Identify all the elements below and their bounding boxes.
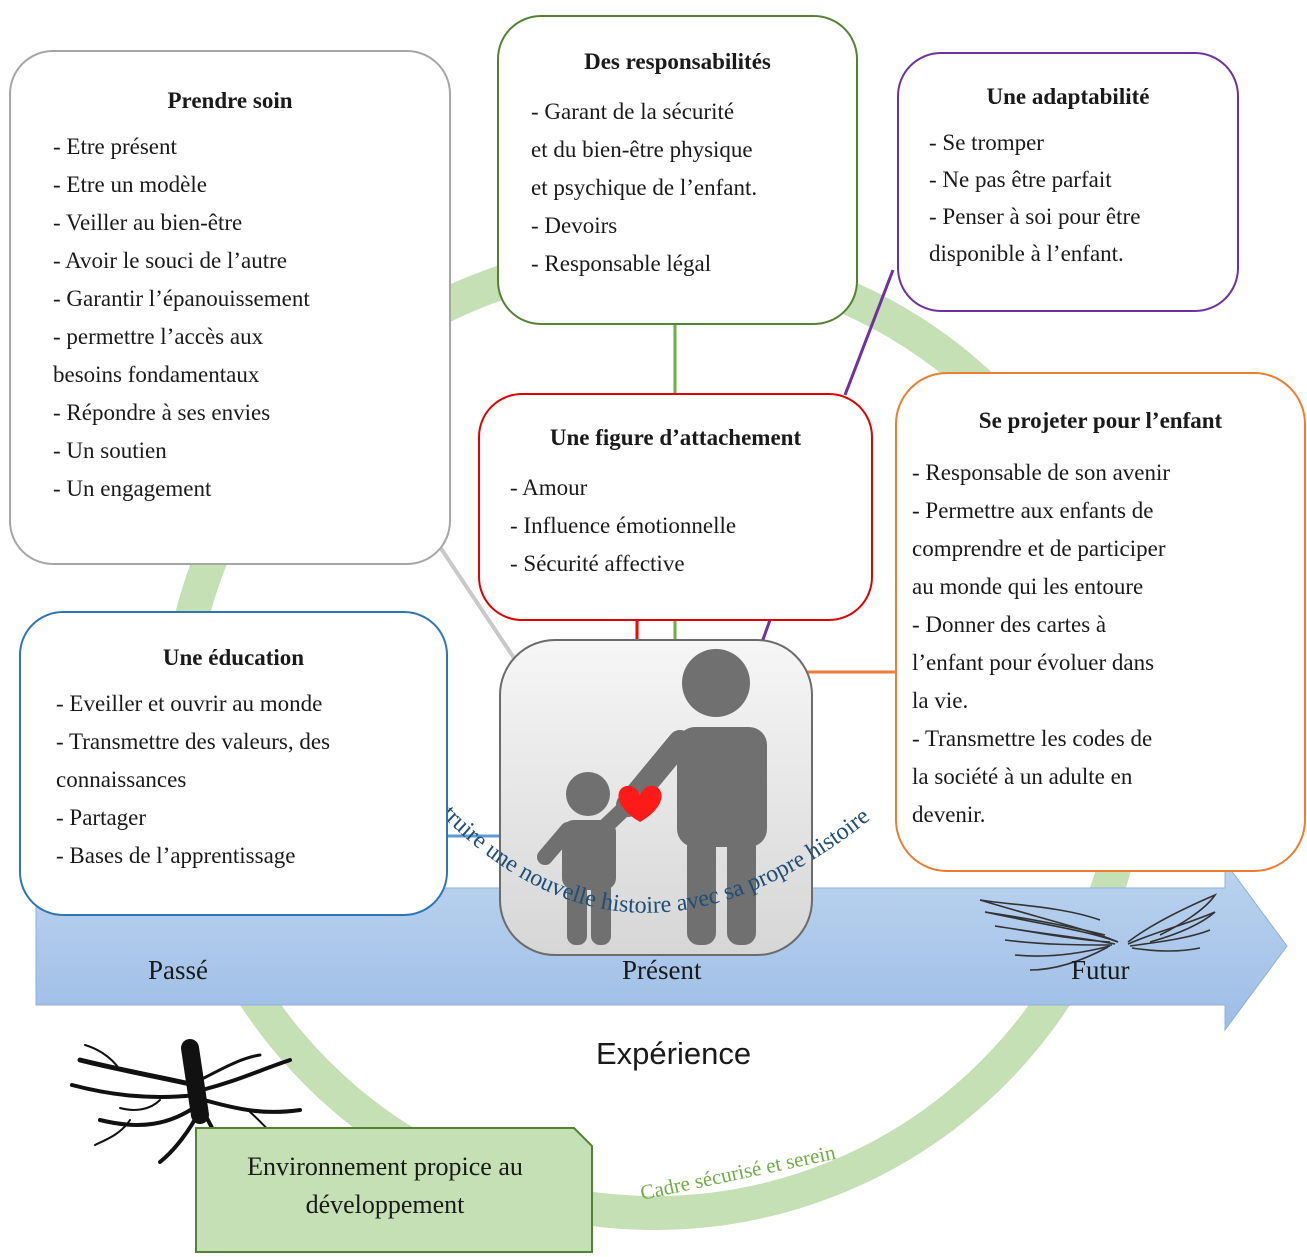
list-item: la vie. (912, 688, 969, 713)
box-title: Une éducation (162, 645, 305, 670)
list-item: - Amour (510, 475, 588, 500)
list-item: comprendre et de participer (912, 536, 1166, 561)
timeline-past-label: Passé (148, 955, 208, 985)
connector-adaptabilite (843, 269, 895, 396)
roots-icon (70, 1039, 302, 1167)
list-item: - Garantir l’épanouissement (53, 286, 310, 311)
list-item: - Veiller au bien-être (53, 210, 243, 235)
wings-icon (979, 893, 1218, 971)
list-item: - Ne pas être parfait (929, 167, 1112, 192)
list-item: connaissances (56, 767, 187, 792)
list-item: disponible à l’enfant. (929, 241, 1124, 266)
box-title: Prendre soin (167, 88, 293, 113)
list-item: - Transmettre des valeurs, des (56, 729, 331, 754)
box-list: - Responsable de son avenir - Permettre … (897, 454, 1304, 834)
list-item: la société à un adulte en (912, 764, 1133, 789)
list-item: - permettre l’accès aux (53, 324, 264, 349)
list-item: - Garant de la sécurité (531, 99, 735, 124)
box-list: - Se tromper - Ne pas être parfait - Pen… (899, 124, 1237, 272)
list-item: - Permettre aux enfants de (912, 498, 1154, 523)
box-title: Des responsabilités (584, 49, 771, 74)
child-adult-holding-hands-icon (537, 649, 767, 945)
box-list: - Eveiller et ouvrir au monde - Transmet… (21, 685, 446, 875)
box-projeter: Se projeter pour l’enfant - Responsable … (895, 372, 1306, 872)
list-item: - Influence émotionnelle (510, 513, 737, 538)
box-prendre-soin: Prendre soin - Etre présent - Etre un mo… (9, 50, 451, 565)
list-item: et psychique de l’enfant. (531, 175, 758, 200)
list-item: - Etre présent (53, 134, 177, 159)
box-responsabilites: Des responsabilités - Garant de la sécur… (497, 15, 858, 325)
list-item: - Responsable légal (531, 251, 712, 276)
list-item: devenir. (912, 802, 986, 827)
list-item: - Responsable de son avenir (912, 460, 1171, 485)
timeline-present-label: Présent (622, 955, 702, 985)
timeline-future-label: Futur (1071, 955, 1130, 985)
box-list: - Etre présent - Etre un modèle - Veille… (11, 128, 449, 508)
list-item: - Avoir le souci de l’autre (53, 248, 287, 273)
list-item: l’enfant pour évoluer dans (912, 650, 1155, 675)
list-item: - Donner des cartes à (912, 612, 1107, 637)
list-item: - Penser à soi pour être (929, 204, 1141, 229)
list-item: - Devoirs (531, 213, 618, 238)
list-item: - Etre un modèle (53, 172, 207, 197)
list-item: - Se tromper (929, 130, 1044, 155)
list-item: - Répondre à ses envies (53, 400, 271, 425)
list-item: - Bases de l’apprentissage (56, 843, 296, 868)
box-title: Se projeter pour l’enfant (978, 408, 1223, 433)
heart-icon (618, 785, 662, 822)
list-item: - Un soutien (53, 438, 167, 463)
box-adaptabilite: Une adaptabilité - Se tromper - Ne pas ê… (897, 52, 1239, 312)
box-title: Une figure d’attachement (549, 425, 802, 450)
list-item: besoins fondamentaux (53, 362, 260, 387)
environment-label: Environnement propice au développement (247, 1152, 523, 1219)
list-item: au monde qui les entoure (912, 574, 1144, 599)
list-item: - Un engagement (53, 476, 212, 501)
list-item: et du bien-être physique (531, 137, 753, 162)
box-attachement: Une figure d’attachement - Amour - Influ… (478, 393, 873, 621)
box-education: Une éducation - Eveiller et ouvrir au mo… (19, 611, 448, 916)
experience-label: Expérience (596, 1036, 752, 1071)
box-title: Une adaptabilité (986, 84, 1150, 109)
list-item: - Eveiller et ouvrir au monde (56, 691, 323, 716)
environment-box (195, 1127, 593, 1253)
list-item: - Sécurité affective (510, 551, 685, 576)
list-item: - Partager (56, 805, 147, 830)
box-list: - Garant de la sécurité et du bien-être … (499, 93, 856, 283)
box-list: - Amour - Influence émotionnelle - Sécur… (480, 469, 871, 583)
list-item: - Transmettre les codes de (912, 726, 1153, 751)
